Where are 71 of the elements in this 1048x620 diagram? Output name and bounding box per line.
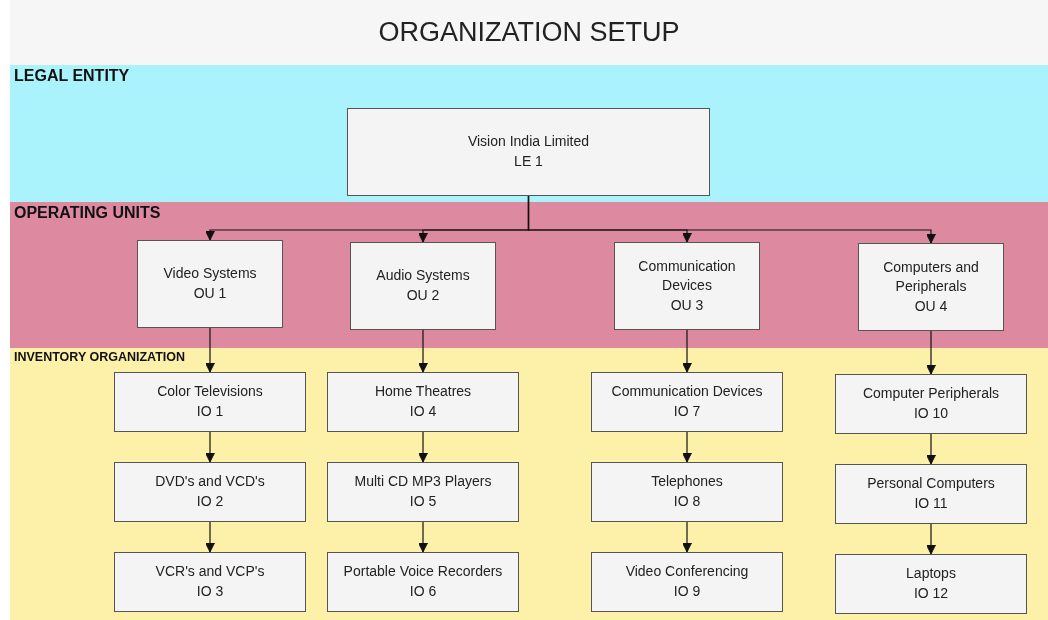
box-text: DVD's and VCD's: [155, 472, 265, 492]
box-text: Home Theatres: [374, 382, 472, 402]
box-text: IO 9: [673, 582, 701, 601]
arrow: [205, 327, 215, 373]
arrow: [926, 433, 936, 465]
process-box: [327, 372, 519, 432]
band: [10, 202, 1048, 348]
arrow: [527, 195, 936, 244]
process-box: [835, 554, 1027, 614]
band-heading: INVENTORY ORGANIZATION: [14, 350, 186, 364]
process-box: [327, 462, 519, 522]
band-heading: LEGAL ENTITY: [14, 67, 130, 85]
process-box: [591, 462, 783, 522]
process-box: [347, 108, 710, 196]
arrow: [682, 329, 692, 373]
box-text: IO 10: [913, 404, 949, 423]
process-box: [114, 462, 306, 522]
box-text: OU 1: [193, 284, 227, 303]
box-text: Personal Computers: [867, 474, 995, 494]
box-text: Laptops: [906, 564, 956, 584]
box-text: IO 12: [913, 584, 949, 603]
arrow: [418, 431, 428, 463]
box-text: IO 2: [196, 492, 224, 511]
diagram-title: ORGANIZATION SETUP: [10, 0, 1048, 65]
box-text: IO 5: [409, 492, 437, 511]
box-text: Audio Systems: [376, 266, 470, 286]
box-text: Computers and Peripherals: [882, 257, 980, 297]
process-box: [614, 242, 760, 330]
box-text: Communication Devices: [611, 382, 763, 402]
process-box: [350, 242, 496, 330]
box-text: Computer Peripherals: [862, 384, 1000, 404]
box-text: OU 3: [670, 295, 704, 315]
process-box: [835, 374, 1027, 434]
box-text: VCR's and VCP's: [155, 562, 265, 582]
box-text: OU 4: [914, 296, 948, 316]
box-text: Video Systems: [163, 264, 257, 284]
process-box: [591, 552, 783, 612]
box-text: Video Conferencing: [625, 562, 749, 582]
process-box: [835, 464, 1027, 524]
box-text: IO 4: [409, 402, 437, 421]
box-text: Telephones: [651, 472, 723, 492]
box-text: Portable Voice Recorders: [343, 562, 503, 582]
arrow: [205, 521, 215, 553]
box-text: IO 7: [673, 402, 701, 421]
process-box: [137, 240, 283, 328]
arrow: [926, 523, 936, 555]
process-box: [114, 372, 306, 432]
box-text: IO 11: [914, 494, 948, 513]
box-text: IO 8: [673, 492, 701, 511]
box-text: Color Televisions: [157, 382, 263, 402]
box-text: Multi CD MP3 Players: [354, 472, 492, 492]
process-box: [327, 552, 519, 612]
box-text: Communication Devices: [637, 256, 737, 296]
arrow: [205, 431, 215, 463]
box-text: OU 2: [406, 286, 440, 305]
box-text: LE 1: [514, 152, 543, 171]
arrow: [418, 521, 428, 553]
arrow: [682, 431, 692, 463]
box-text: IO 6: [409, 582, 437, 601]
band: [10, 348, 1048, 620]
process-box: [858, 243, 1004, 331]
arrow: [926, 330, 936, 375]
box-text: Vision India Limited: [467, 132, 590, 152]
arrow: [682, 521, 692, 553]
process-box: [114, 552, 306, 612]
process-box: [591, 372, 783, 432]
band-heading: OPERATING UNITS: [14, 204, 161, 222]
band: [10, 65, 1048, 202]
box-text: IO 1: [196, 402, 224, 421]
box-text: IO 3: [196, 582, 224, 601]
arrow: [418, 329, 428, 373]
